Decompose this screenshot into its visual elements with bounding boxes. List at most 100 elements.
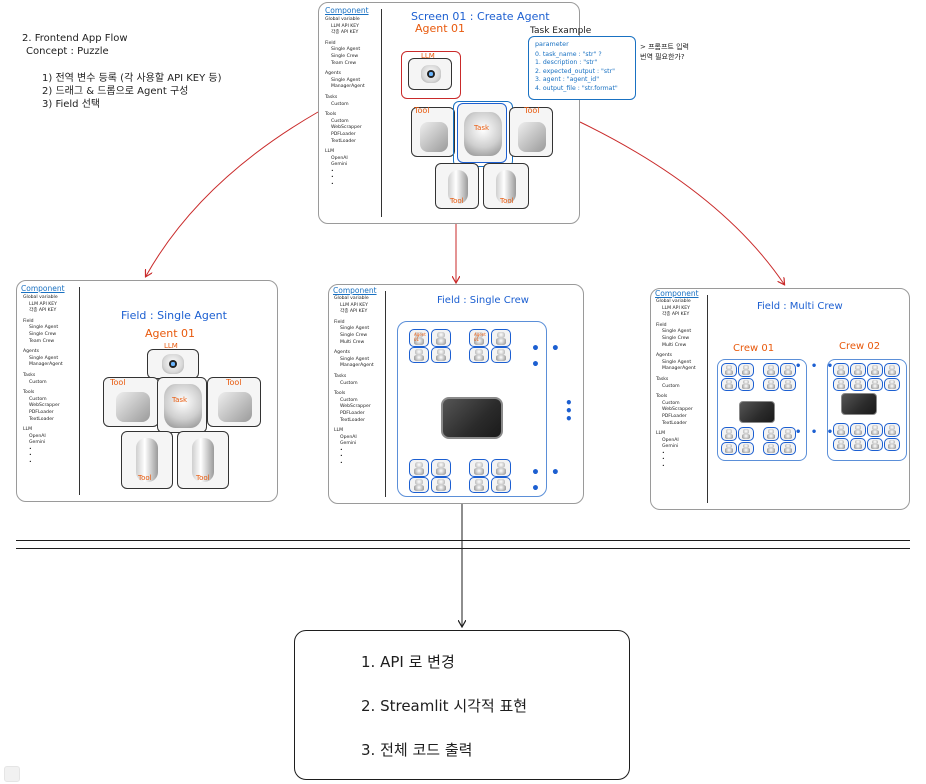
component-item[interactable]: Tools <box>334 391 346 397</box>
component-item[interactable]: Field <box>334 319 345 325</box>
mini-agent-piece[interactable] <box>884 423 900 437</box>
component-item[interactable]: Single Crew <box>662 335 690 341</box>
component-item[interactable]: Tools <box>656 394 668 400</box>
component-item[interactable]: Multi Crew <box>662 342 687 348</box>
mini-agent-piece[interactable] <box>780 378 796 391</box>
component-item[interactable]: Single Crew <box>340 332 368 338</box>
screen01-llm-box[interactable]: LLM <box>401 51 461 99</box>
component-item[interactable]: Custom <box>331 118 349 124</box>
component-item[interactable]: Single Crew <box>331 53 359 59</box>
component-item[interactable]: Field <box>656 322 667 328</box>
mini-agent-piece[interactable] <box>833 378 849 391</box>
component-item[interactable]: Custom <box>340 397 358 403</box>
mini-agent-piece[interactable] <box>780 427 796 441</box>
component-item[interactable]: Single Agent <box>331 77 361 83</box>
component-item[interactable]: Team Crew <box>331 60 357 66</box>
component-item[interactable]: PDFLoader <box>29 409 54 415</box>
mini-agent-piece[interactable] <box>738 442 754 455</box>
mini-agent-piece[interactable] <box>721 363 737 377</box>
component-item[interactable]: Single Agent <box>29 325 59 331</box>
mini-agent-piece[interactable] <box>491 477 511 493</box>
component-item[interactable]: • <box>29 460 32 466</box>
mini-agent-piece[interactable] <box>738 427 754 441</box>
screen01-tool-bottom-left[interactable]: Tool <box>435 163 479 209</box>
component-item[interactable]: TextLoader <box>29 416 55 422</box>
component-item[interactable]: WebScrapper <box>340 404 371 410</box>
component-item[interactable]: TextLoader <box>662 420 688 426</box>
mini-agent-piece[interactable] <box>469 347 489 363</box>
component-item[interactable]: ManagerAgent <box>340 363 374 369</box>
screen01-tool-right[interactable]: Tool <box>509 106 553 157</box>
mini-agent-piece[interactable] <box>850 378 866 391</box>
screen01-task-center[interactable]: Task <box>457 103 507 163</box>
component-item[interactable]: PDFLoader <box>331 131 356 137</box>
mini-agent-piece[interactable] <box>409 347 429 363</box>
component-item[interactable]: • <box>331 168 334 174</box>
component-item[interactable]: WebScrapper <box>662 407 693 413</box>
component-item[interactable]: TextLoader <box>340 417 366 423</box>
component-item[interactable]: LLM <box>23 427 33 433</box>
component-item[interactable]: • <box>331 175 334 181</box>
component-item[interactable]: Tools <box>325 112 337 118</box>
mini-agent-piece[interactable] <box>721 442 737 455</box>
component-item[interactable]: LLM <box>334 428 344 434</box>
mini-agent-piece[interactable] <box>491 347 511 363</box>
component-item[interactable]: Team Crew <box>29 338 55 344</box>
mini-agent-piece[interactable] <box>884 438 900 451</box>
mini-agent-piece[interactable] <box>780 442 796 455</box>
component-item[interactable]: Custom <box>331 101 349 107</box>
component-item[interactable]: Global variable <box>656 299 691 304</box>
mini-agent-piece[interactable] <box>850 423 866 437</box>
component-item[interactable]: ManagerAgent <box>662 366 696 372</box>
component-item[interactable]: Tasks <box>334 373 347 379</box>
component-item[interactable]: Custom <box>29 396 47 402</box>
component-item[interactable]: Custom <box>340 380 358 386</box>
component-item[interactable]: LLM API KEY <box>340 302 368 308</box>
component-item[interactable]: Single Agent <box>662 359 692 365</box>
mini-agent-piece[interactable] <box>833 438 849 451</box>
mini-agent-piece[interactable]: Agent 01 <box>409 329 429 347</box>
component-item[interactable]: • <box>662 450 665 456</box>
single-agent-tool-right[interactable]: Tool <box>207 377 261 427</box>
component-item[interactable]: • <box>340 461 343 467</box>
component-item[interactable]: OpenAI <box>331 155 348 161</box>
component-item[interactable]: • <box>340 454 343 460</box>
component-item[interactable]: LLM API KEY <box>331 23 359 29</box>
single-agent-tool-left[interactable]: Tool <box>103 377 159 427</box>
component-item[interactable]: LLM <box>325 149 335 155</box>
component-item[interactable]: Single Agent <box>331 47 361 53</box>
screen01-tool-left[interactable]: Tool <box>411 106 455 157</box>
component-item[interactable]: • <box>662 457 665 463</box>
mini-agent-piece[interactable] <box>491 459 511 477</box>
mini-agent-piece[interactable] <box>409 477 429 493</box>
mini-agent-piece[interactable] <box>763 363 779 377</box>
component-item[interactable]: OpenAI <box>340 434 357 440</box>
component-item[interactable]: 각종 API KEY <box>662 312 690 318</box>
component-item[interactable]: OpenAI <box>662 437 679 443</box>
mini-agent-piece[interactable] <box>431 459 451 477</box>
mini-agent-piece[interactable] <box>721 427 737 441</box>
component-item[interactable]: • <box>340 447 343 453</box>
mini-agent-piece[interactable] <box>850 363 866 377</box>
component-item[interactable]: Tools <box>23 390 35 396</box>
component-item[interactable]: WebScrapper <box>29 403 60 409</box>
component-item[interactable]: • <box>29 446 32 452</box>
mini-agent-piece[interactable] <box>738 378 754 391</box>
component-item[interactable]: Global variable <box>23 295 58 300</box>
component-item[interactable]: Custom <box>662 400 680 406</box>
mini-agent-piece[interactable] <box>884 363 900 377</box>
component-item[interactable]: Agents <box>23 349 39 355</box>
component-item[interactable]: LLM API KEY <box>29 301 57 307</box>
component-item[interactable]: • <box>331 182 334 188</box>
component-item[interactable]: Single Agent <box>340 356 370 362</box>
component-item[interactable]: WebScrapper <box>331 125 362 131</box>
mini-agent-piece[interactable]: Agent 01 <box>469 329 489 347</box>
component-item[interactable]: Gemini <box>331 162 348 168</box>
component-item[interactable]: 각종 API KEY <box>331 30 359 36</box>
mini-agent-piece[interactable] <box>867 438 883 451</box>
component-item[interactable]: Tasks <box>23 372 36 378</box>
mini-agent-piece[interactable] <box>833 423 849 437</box>
mini-agent-piece[interactable] <box>721 378 737 391</box>
component-item[interactable]: Global variable <box>334 296 369 301</box>
mini-agent-piece[interactable] <box>867 363 883 377</box>
